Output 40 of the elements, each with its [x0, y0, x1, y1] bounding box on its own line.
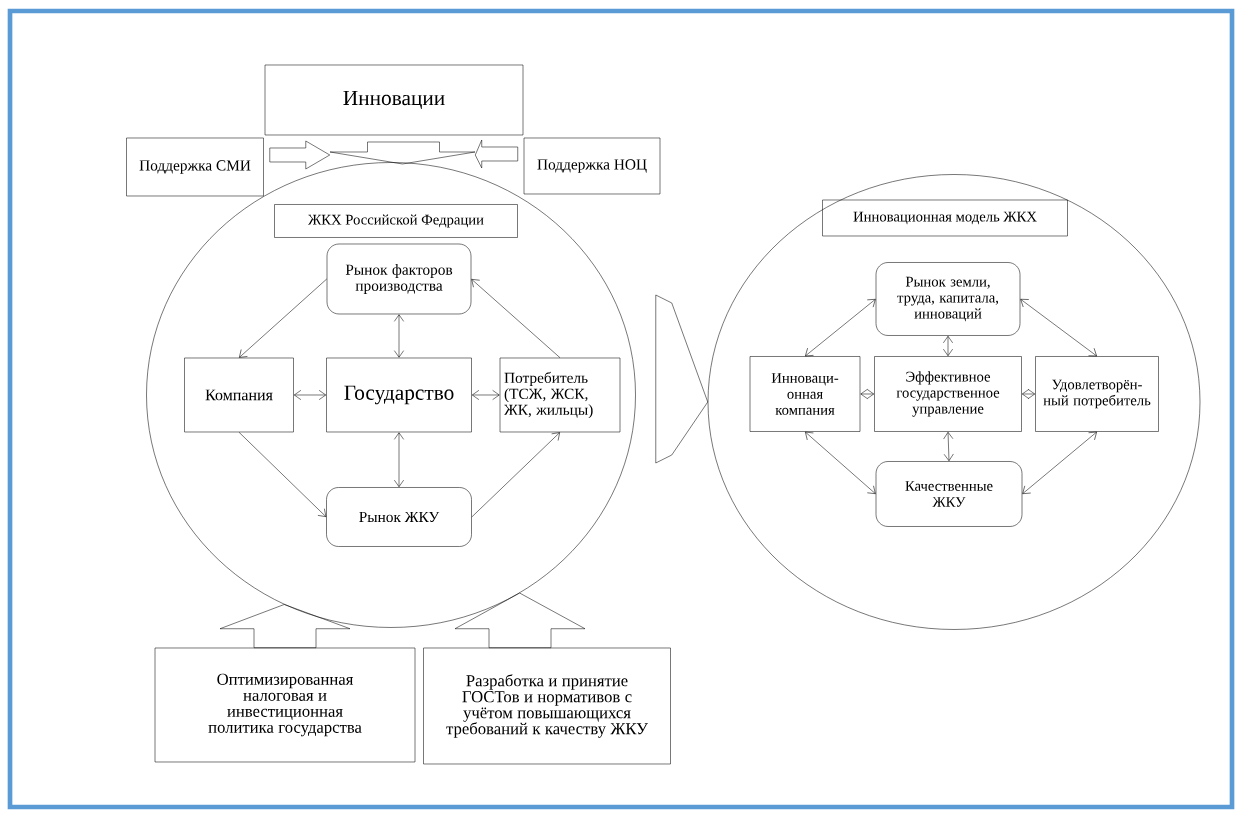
arrow [1020, 299, 1097, 357]
block-arrow [219, 604, 351, 648]
arrow [860, 389, 875, 399]
block-arrow [269, 140, 330, 170]
arrow [1022, 431, 1097, 494]
arrow [943, 431, 954, 462]
arrow [394, 432, 404, 488]
block-arrow [475, 139, 518, 169]
arrow [239, 278, 327, 358]
text-box: Эффективное государственное управление [874, 356, 1022, 432]
text-box: ЖКХ Российской Федрации [274, 204, 518, 238]
text-box: Государство [326, 357, 472, 433]
rounded-box: Рынок земли, труда, капитала, инноваций [875, 262, 1021, 336]
text-box: Оптимизированная налоговая и инвестиционная политика государства [154, 647, 416, 763]
text-box: Разработка и принятие ГОСТов и нормативов с учётом повышающихся требований к качеству ЖКУ [423, 647, 671, 765]
rounded-box: Рынок ЖКУ [326, 487, 472, 547]
arrow [471, 390, 500, 400]
text-box: Инноваци- онная компания [749, 356, 861, 432]
rounded-box: Качественные ЖКУ [875, 461, 1023, 527]
rounded-box: Рынок факторов производства [326, 243, 472, 315]
text-box: Поддержка СМИ [126, 137, 264, 197]
arrow [293, 390, 327, 400]
arrow [471, 279, 561, 358]
arrow [471, 432, 560, 518]
text-box: Поддержка НОЦ [523, 137, 661, 195]
text-box: Удовлетворён- ный потребитель [1035, 356, 1159, 432]
funnel-shape [329, 141, 476, 165]
block-arrow [454, 592, 586, 648]
arrow [805, 431, 876, 494]
arrow [394, 314, 404, 358]
arrow [238, 432, 327, 517]
text-box: Компания [184, 357, 294, 433]
arrow [805, 299, 876, 357]
text-box: Инновационная модель ЖКХ [822, 199, 1068, 237]
chevron-arrow [655, 294, 708, 464]
text-box: Потребитель (ТСЖ, ЖСК, ЖК, жильцы) [499, 357, 621, 433]
text-box: Инновации [264, 64, 524, 136]
arrow [943, 335, 953, 357]
oval [707, 174, 1201, 630]
arrow [1021, 389, 1036, 399]
